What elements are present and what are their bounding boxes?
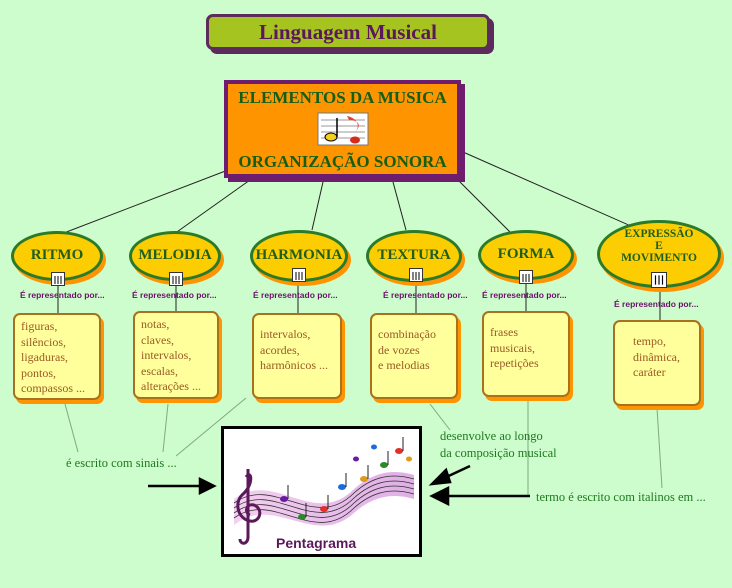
mini-score-icon	[651, 272, 667, 288]
element-label: EXPRESSÃO E MOVIMENTO	[621, 227, 697, 265]
represented-label: É representado por...	[614, 299, 699, 309]
link-escrito-sinais: é escrito com sinais ...	[66, 456, 177, 470]
represented-label: É representado por...	[253, 290, 338, 300]
represented-label: É representado por...	[383, 290, 468, 300]
element-ritmo: RITMO	[11, 231, 103, 281]
mini-score-icon	[169, 272, 183, 286]
element-label: FORMA	[497, 246, 555, 263]
textura-items-box: combinação de vozes e melodias	[370, 313, 458, 399]
element-label: MELODIA	[138, 247, 212, 264]
melodia-items-box: notas, claves, intervalos, escalas, alte…	[133, 311, 219, 399]
map-title: Linguagem Musical	[206, 14, 490, 50]
music-notes-icon	[317, 110, 369, 148]
central-line-1: ELEMENTOS DA MUSICA	[238, 88, 447, 107]
expressao-items-box: tempo, dinâmica, caráter	[613, 320, 701, 406]
link-italianos: termo é escrito com italinos em ...	[536, 490, 706, 504]
central-node: ELEMENTOS DA MUSICA ORGANIZAÇÃO SONORA	[224, 80, 461, 178]
element-label: TEXTURA	[377, 247, 451, 264]
represented-label: É representado por...	[132, 290, 217, 300]
forma-items-box: frases musicais, repetições	[482, 311, 570, 397]
link-desenvolve: desenvolve ao longo da composição musica…	[440, 429, 557, 460]
element-label: RITMO	[30, 247, 84, 264]
represented-label: É representado por...	[482, 290, 567, 300]
element-label: HARMONIA	[255, 247, 343, 264]
harmonia-items-box: intervalos, acordes, harmônicos ...	[252, 313, 342, 399]
pentagrama-label: Pentagrama	[276, 535, 357, 551]
ritmo-items-box: figuras, silêncios, ligaduras, pontos, c…	[13, 313, 101, 400]
mini-score-icon	[292, 268, 306, 282]
represented-label: É representado por...	[20, 290, 105, 300]
mini-score-icon	[51, 272, 65, 286]
central-line-2: ORGANIZAÇÃO SONORA	[238, 152, 447, 171]
mini-score-icon	[519, 270, 533, 284]
pentagrama-image: Pentagrama	[221, 426, 422, 557]
pentagrama-illustration-icon	[233, 437, 415, 545]
mini-score-icon	[409, 268, 423, 282]
